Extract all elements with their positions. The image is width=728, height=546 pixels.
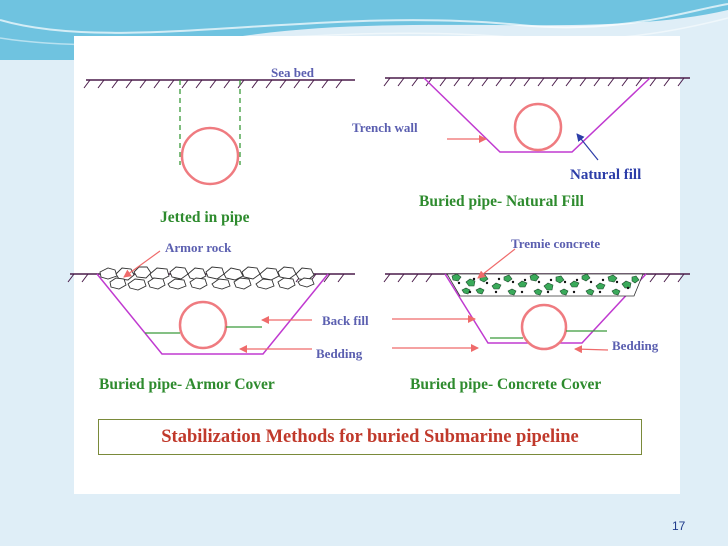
- pipe-concrete-cover: [520, 303, 568, 351]
- slide-caption: Stabilization Methods for buried Submari…: [161, 427, 579, 447]
- label-back-fill: Back fill: [322, 313, 369, 328]
- label-bedding-left: Bedding: [316, 346, 363, 361]
- label-natural-fill: Natural fill: [570, 167, 641, 183]
- natural-fill-diagram: [383, 77, 690, 161]
- label-trench-wall: Trench wall: [352, 120, 418, 135]
- jetted-pipe-diagram: [83, 79, 355, 186]
- page-number: 17: [672, 519, 686, 533]
- pipe-jetted: [180, 126, 240, 186]
- label-armor-rock: Armor rock: [165, 240, 232, 255]
- label-buried-armor-cover: Buried pipe- Armor Cover: [99, 376, 275, 393]
- concrete-cover-diagram: [383, 248, 690, 354]
- label-tremie-concrete: Tremie concrete: [511, 236, 600, 251]
- pipe-natural-fill: [513, 102, 563, 152]
- label-bedding-right: Bedding: [612, 338, 659, 353]
- label-buried-natural-fill: Buried pipe- Natural Fill: [419, 193, 585, 210]
- pipe-armor-cover: [178, 300, 228, 350]
- content-panel: [74, 36, 680, 494]
- armor-cover-diagram: [67, 250, 355, 355]
- caption-box: Stabilization Methods for buried Submari…: [98, 419, 642, 455]
- label-sea-bed: Sea bed: [271, 65, 315, 80]
- label-jetted-in-pipe: Jetted in pipe: [160, 209, 250, 226]
- label-buried-concrete-cover: Buried pipe- Concrete Cover: [410, 376, 601, 393]
